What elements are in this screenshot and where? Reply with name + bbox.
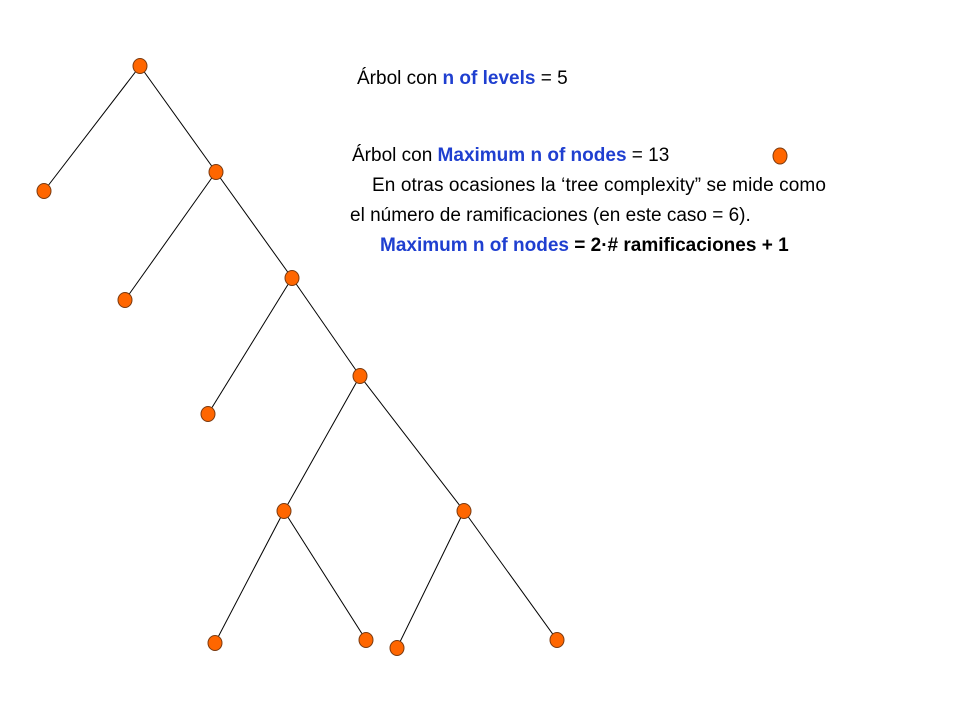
legend-node-icon bbox=[772, 147, 788, 165]
node-root bbox=[132, 58, 148, 74]
levels-term: n of levels bbox=[442, 68, 536, 89]
node-leaf-5b1 bbox=[389, 640, 405, 656]
nodes-prefix: Árbol con bbox=[352, 145, 438, 166]
edge-branch-4-branch-5a bbox=[283, 375, 361, 512]
formula-term: Maximum n of nodes bbox=[380, 235, 569, 256]
edge-branch-5a-leaf-5a2 bbox=[283, 510, 367, 641]
tree-edges bbox=[43, 65, 558, 649]
formula-statement: Maximum n of nodes = 2·# ramificaciones … bbox=[380, 235, 789, 257]
node-leaf-1 bbox=[36, 183, 52, 199]
nodes-value: = 13 bbox=[626, 145, 670, 166]
levels-statement: Árbol con n of levels = 5 bbox=[357, 68, 568, 90]
node-leaf-3 bbox=[200, 406, 216, 422]
edge-branch-5b-leaf-5b1 bbox=[396, 510, 465, 649]
node-leaf-5a1 bbox=[207, 635, 223, 651]
node-leaf-2 bbox=[117, 292, 133, 308]
nodes-statement: Árbol con Maximum n of nodes = 13 bbox=[352, 145, 669, 167]
levels-prefix: Árbol con bbox=[357, 68, 443, 89]
edge-branch-5b-leaf-5b2 bbox=[463, 510, 558, 641]
edge-branch-3-leaf-3 bbox=[207, 277, 293, 415]
description-line-1: En otras ocasiones la ‘tree complexity” … bbox=[372, 175, 827, 196]
node-branch-5b bbox=[456, 503, 472, 519]
edge-branch-2-branch-3 bbox=[215, 171, 293, 279]
tree-nodes bbox=[36, 58, 565, 656]
levels-value: = 5 bbox=[535, 68, 568, 89]
edge-root-branch-2 bbox=[139, 65, 217, 173]
node-branch-4 bbox=[352, 368, 368, 384]
description-line-2: el número de ramificaciones (en este cas… bbox=[350, 205, 751, 226]
formula-rest: = 2·# ramificaciones + 1 bbox=[568, 235, 789, 256]
node-branch-3 bbox=[284, 270, 300, 286]
nodes-term: Maximum n of nodes bbox=[437, 145, 627, 166]
edge-root-leaf-1 bbox=[43, 65, 141, 192]
edge-branch-5a-leaf-5a1 bbox=[214, 510, 285, 644]
node-leaf-5b2 bbox=[549, 632, 565, 648]
edge-branch-4-branch-5b bbox=[359, 375, 465, 512]
node-leaf-5a2 bbox=[358, 632, 374, 648]
edge-branch-3-branch-4 bbox=[291, 277, 361, 377]
node-branch-2 bbox=[208, 164, 224, 180]
node-branch-5a bbox=[276, 503, 292, 519]
edge-branch-2-leaf-2 bbox=[124, 171, 217, 301]
